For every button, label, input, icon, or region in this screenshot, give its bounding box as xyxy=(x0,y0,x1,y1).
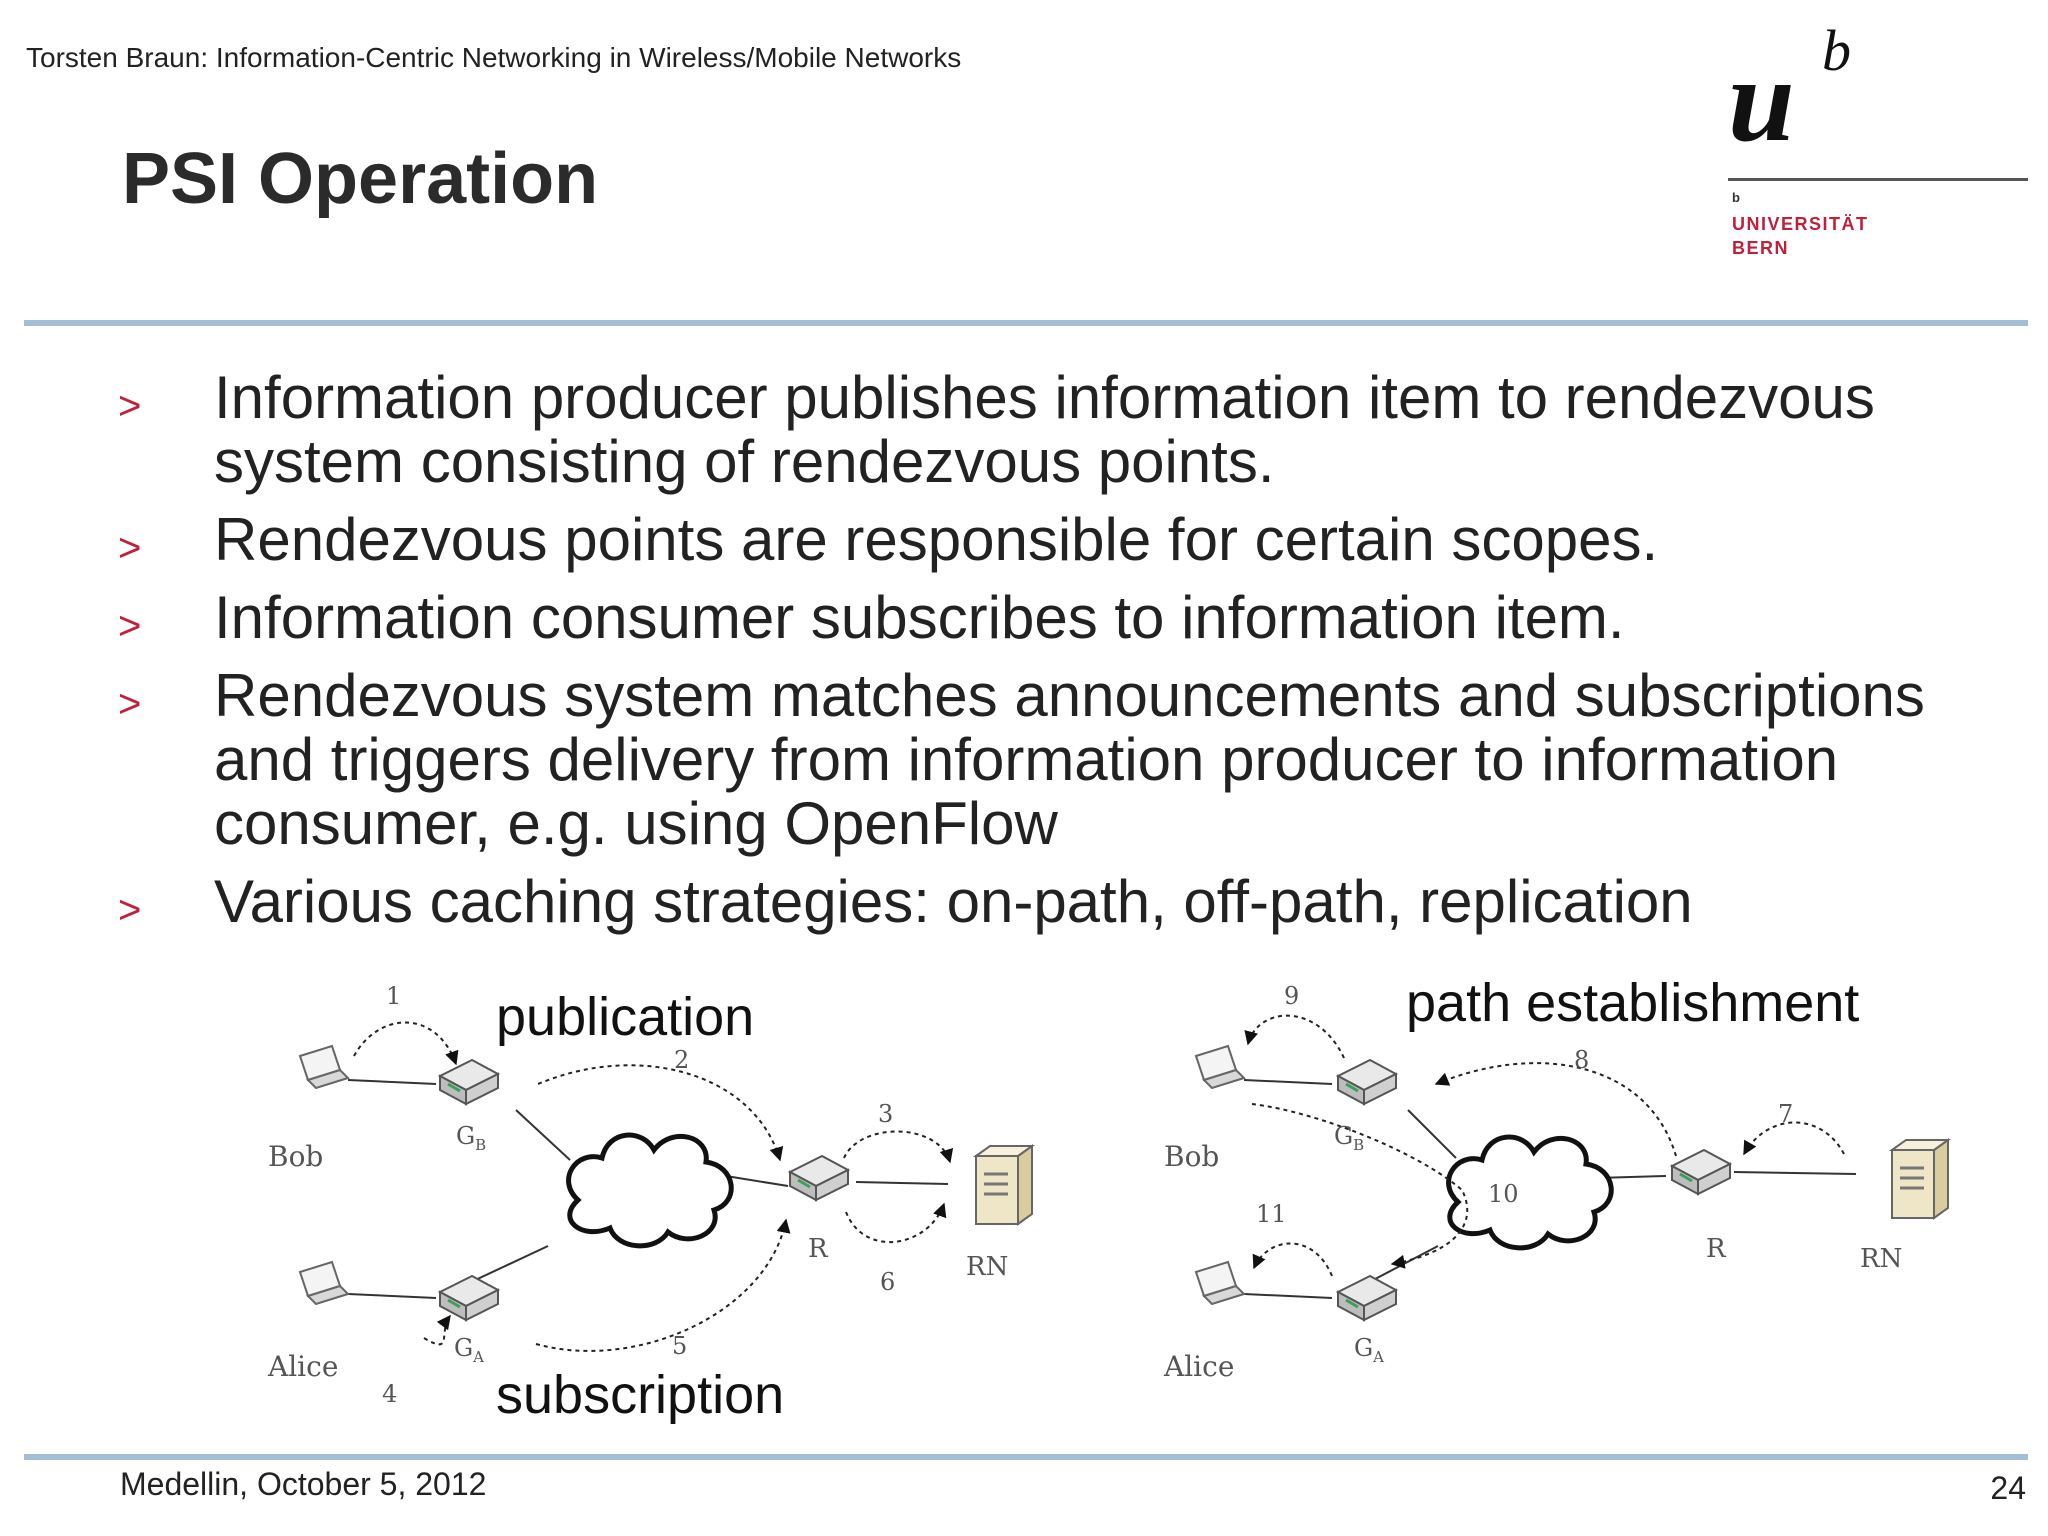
rendezvous-router-icon xyxy=(1670,1148,1732,1196)
rendezvous-node-server-icon xyxy=(1890,1138,1950,1220)
alice-label: Alice xyxy=(1164,1350,1235,1383)
bullet-marker: > xyxy=(118,888,142,932)
network-cloud-icon xyxy=(569,1135,732,1246)
logo-divider xyxy=(1728,178,2028,181)
bullet-marker: > xyxy=(118,604,142,648)
bullet-item: > Various caching strategies: on-path, of… xyxy=(118,870,2038,934)
bullet-item: > Information producer publishes informat… xyxy=(118,366,2038,494)
logo-small-b: b xyxy=(1732,190,1740,205)
bullet-item: > Information consumer subscribes to info… xyxy=(118,586,2038,650)
publication-label: publication xyxy=(496,987,755,1047)
step-9-label: 9 xyxy=(1284,982,1300,1010)
gb-label: GB xyxy=(1334,1122,1365,1154)
bullet-marker: > xyxy=(118,682,142,726)
gateway-ga-router-icon xyxy=(438,1274,500,1322)
gateway-gb-router-icon xyxy=(1336,1058,1398,1106)
rn-label: RN xyxy=(1860,1244,1903,1274)
university-logo: u b b UNIVERSITÄT BERN xyxy=(1728,18,2028,268)
path-establishment-diagram xyxy=(1195,1014,1950,1322)
alice-laptop-icon xyxy=(1195,1261,1245,1305)
step-4-label: 4 xyxy=(382,1380,398,1408)
bullet-text: Information consumer subscribes to infor… xyxy=(214,584,1625,651)
footer-date: Medellin, October 5, 2012 xyxy=(120,1466,487,1502)
step-6-label: 6 xyxy=(880,1268,896,1296)
bullet-text: Information producer publishes informati… xyxy=(214,364,1875,495)
step-1-label: 1 xyxy=(386,982,402,1010)
bullet-text: Rendezvous points are responsible for ce… xyxy=(214,506,1659,573)
bullet-list: > Information producer publishes informat… xyxy=(118,366,2038,948)
header-author-line: Torsten Braun: Information-Centric Netwo… xyxy=(26,42,962,73)
footer-rule xyxy=(24,1454,2028,1460)
header-rule xyxy=(24,320,2028,326)
bob-laptop-icon xyxy=(1195,1045,1245,1089)
slide-title: PSI Operation xyxy=(122,139,599,219)
step-11-label: 11 xyxy=(1256,1200,1287,1228)
bob-label: Bob xyxy=(1164,1140,1220,1173)
path-establishment-label: path establishment xyxy=(1406,973,1860,1033)
gateway-gb-router-icon xyxy=(438,1058,500,1106)
step-8-label: 8 xyxy=(1574,1046,1590,1074)
step-7-label: 7 xyxy=(1778,1100,1794,1128)
gateway-ga-router-icon xyxy=(1336,1274,1398,1322)
alice-label: Alice xyxy=(268,1350,339,1383)
rendezvous-node-server-icon xyxy=(974,1144,1034,1226)
page-number: 24 xyxy=(1990,1470,2026,1506)
network-diagrams xyxy=(299,1014,1950,1352)
ga-label: GA xyxy=(1354,1334,1385,1366)
bullet-marker: > xyxy=(118,526,142,570)
bullet-item: > Rendezvous points are responsible for c… xyxy=(118,508,2038,572)
logo-text: UNIVERSITÄT BERN xyxy=(1732,212,1869,260)
logo-university: UNIVERSITÄT xyxy=(1732,214,1869,234)
publication-diagram xyxy=(299,1021,1034,1352)
logo-letter-u: u xyxy=(1728,33,1795,166)
step-5-label: 5 xyxy=(672,1332,688,1360)
r-label: R xyxy=(1706,1234,1726,1264)
step-10-label: 10 xyxy=(1488,1180,1519,1208)
bullet-item: > Rendezvous system matches announcements… xyxy=(118,664,2038,856)
rn-label: RN xyxy=(966,1252,1009,1282)
bullet-text: Various caching strategies: on-path, off… xyxy=(214,868,1693,935)
psi-diagram-area: publication subscription Bob Alice GB GA… xyxy=(118,972,2028,1452)
r-label: R xyxy=(808,1234,828,1264)
network-cloud-icon xyxy=(1449,1137,1612,1248)
logo-city: BERN xyxy=(1732,238,1790,258)
logo-superscript-b: b xyxy=(1822,18,1851,83)
step-2-label: 2 xyxy=(674,1046,690,1074)
rendezvous-router-icon xyxy=(788,1154,850,1202)
gb-label: GB xyxy=(456,1122,487,1154)
bob-laptop-icon xyxy=(299,1045,349,1089)
step-3-label: 3 xyxy=(878,1100,894,1128)
alice-laptop-icon xyxy=(299,1261,349,1305)
bullet-text: Rendezvous system matches announcements … xyxy=(214,662,1925,857)
bullet-marker: > xyxy=(118,384,142,428)
ga-label: GA xyxy=(454,1334,485,1366)
bob-label: Bob xyxy=(268,1140,324,1173)
subscription-label: subscription xyxy=(496,1365,785,1425)
